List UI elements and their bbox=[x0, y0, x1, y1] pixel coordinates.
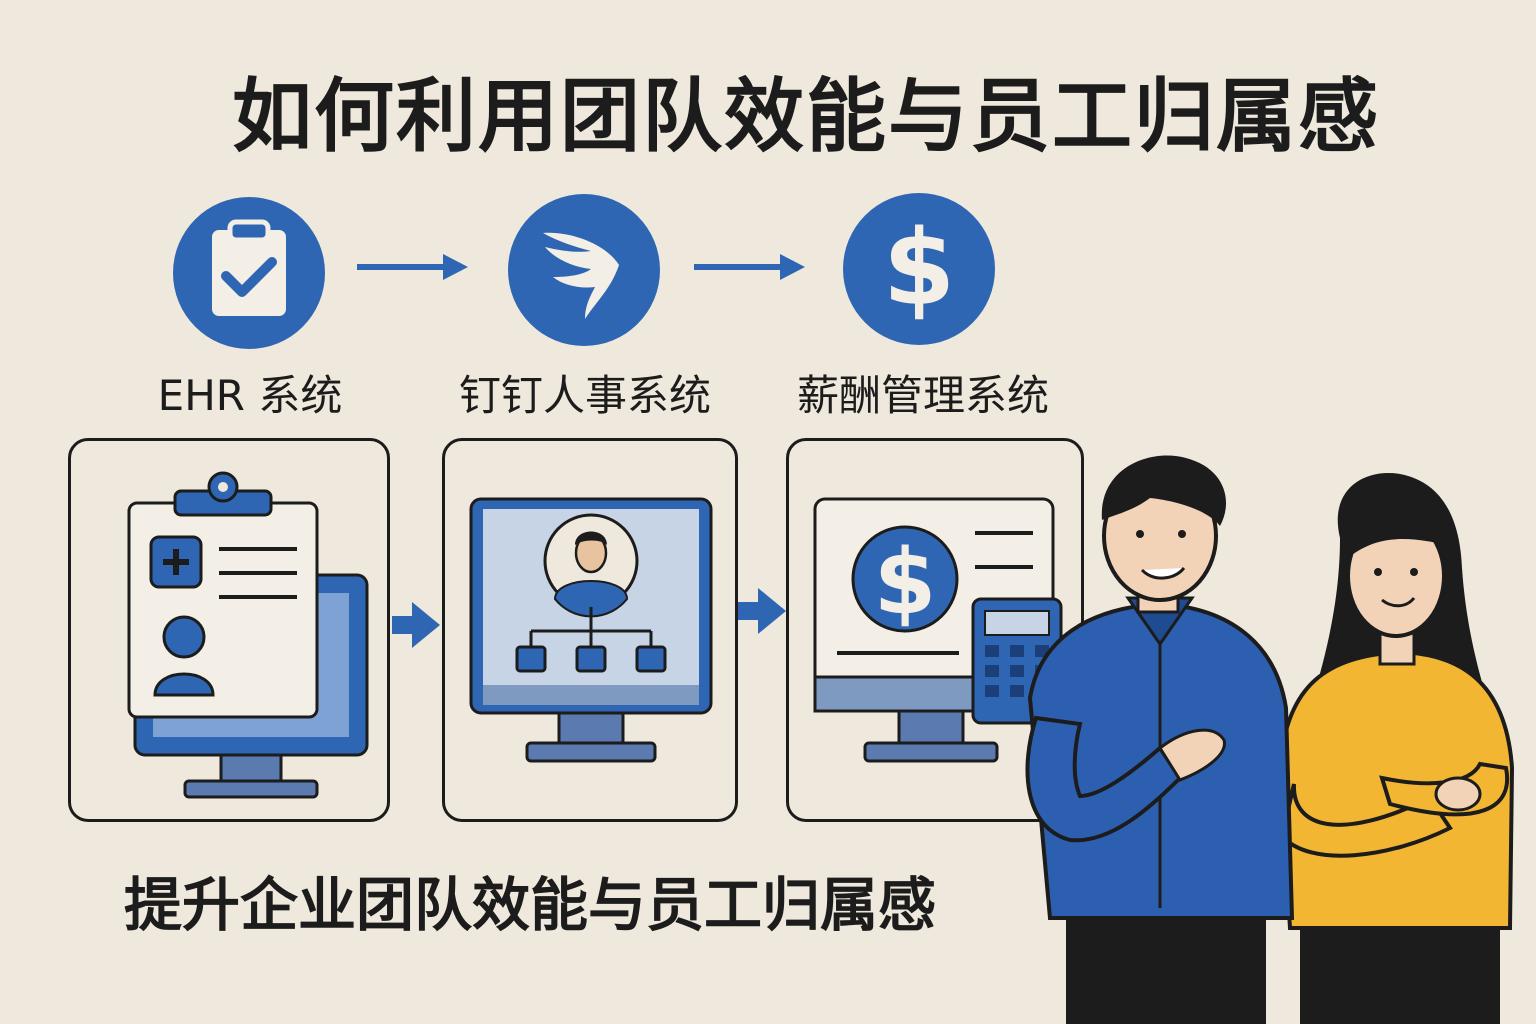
payroll-card: $ bbox=[786, 438, 1084, 822]
svg-text:$: $ bbox=[883, 207, 955, 329]
flow-arrow bbox=[694, 254, 805, 280]
flow-arrow bbox=[738, 588, 786, 634]
ehr-card bbox=[68, 438, 390, 822]
flow-arrow bbox=[357, 254, 468, 280]
employees-illustration bbox=[1025, 455, 1515, 1024]
dingtalk-wing-icon bbox=[508, 194, 660, 346]
step-label-payroll: 薪酬管理系统 bbox=[796, 371, 1049, 420]
page-title: 如何利用团队效能与员工归属感 bbox=[232, 70, 1380, 163]
woman-figure bbox=[1277, 472, 1515, 1024]
subtitle: 提升企业团队效能与员工归属感 bbox=[124, 871, 937, 939]
flow-arrow bbox=[392, 602, 440, 648]
dingtalk-card bbox=[442, 438, 738, 822]
clipboard-check-icon bbox=[173, 197, 325, 349]
svg-text:$: $ bbox=[874, 530, 937, 635]
dollar-icon: $ bbox=[843, 193, 995, 345]
man-figure bbox=[1025, 455, 1295, 1024]
step-label-dingtalk: 钉钉人事系统 bbox=[458, 371, 711, 420]
step-label-ehr: EHR 系统 bbox=[157, 371, 343, 420]
